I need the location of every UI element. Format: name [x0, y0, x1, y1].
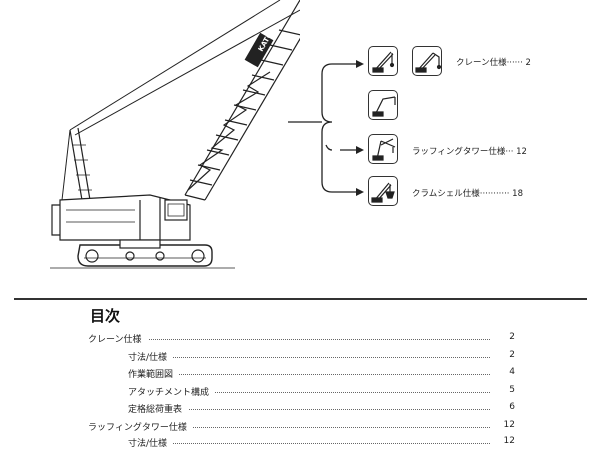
clamshell-icon[interactable] — [368, 176, 398, 206]
toc-row[interactable]: クレーン仕様 2 — [0, 332, 600, 346]
menu-link-luffing-tower-spec[interactable]: ラッフィングタワー仕様··· 12 — [412, 147, 527, 157]
toc-row[interactable]: 作業範囲図 4 — [0, 367, 600, 381]
crawler-crane-icon[interactable] — [368, 46, 398, 76]
toc-row-label: ラッフィングタワー仕様 — [88, 420, 193, 433]
tower-jib-icon[interactable] — [368, 90, 398, 120]
menu-link-crane-spec[interactable]: クレーン仕様······ 2 — [456, 58, 531, 68]
arrow-right-icon — [356, 188, 364, 196]
toc-row-page: 2 — [509, 350, 515, 360]
toc-row[interactable]: アタッチメント構成 5 — [0, 385, 600, 399]
toc-row-label: 定格総荷重表 — [128, 402, 189, 415]
toc-row[interactable]: 寸法/仕様 12 — [0, 436, 600, 450]
arrow-right-icon — [356, 60, 364, 68]
luffing-tower-icon[interactable] — [368, 134, 398, 164]
toc-row-label: 寸法/仕様 — [128, 436, 174, 449]
toc-row-page: 12 — [503, 436, 515, 446]
toc-row-label: 作業範囲図 — [128, 367, 180, 380]
toc-row-label: 寸法/仕様 — [128, 350, 174, 363]
toc-row-page: 5 — [509, 385, 515, 395]
toc-row-page: 4 — [509, 367, 515, 377]
toc-row[interactable]: 寸法/仕様 2 — [0, 350, 600, 364]
toc-row-label: クレーン仕様 — [88, 332, 148, 345]
crane-hook-icon[interactable] — [412, 46, 442, 76]
toc-row-label: アタッチメント構成 — [128, 385, 216, 398]
toc-row[interactable]: ラッフィングタワー仕様 12 — [0, 420, 600, 434]
section-divider — [14, 298, 587, 300]
crawler-crane-illustration: KATO — [50, 0, 300, 269]
toc-row[interactable]: 定格総荷重表 6 — [0, 402, 600, 416]
arrow-right-icon — [356, 146, 364, 154]
menu-link-clamshell-spec[interactable]: クラムシェル仕様··········· 18 — [412, 189, 523, 199]
toc-title: 目次 — [90, 307, 121, 325]
menu-brace — [288, 60, 364, 196]
toc-row-page: 12 — [503, 420, 515, 430]
toc-row-page: 2 — [509, 332, 515, 342]
toc-row-page: 6 — [509, 402, 515, 412]
